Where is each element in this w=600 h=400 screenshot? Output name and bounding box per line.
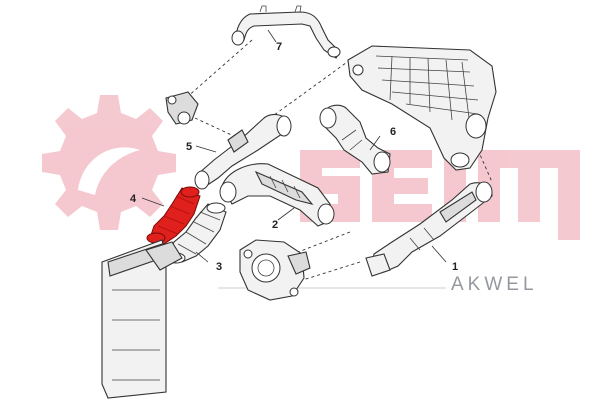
callout-6: 6	[390, 126, 396, 138]
brand-name: AKWEL	[451, 274, 538, 295]
callout-5: 5	[186, 141, 192, 153]
throttle-body	[239, 239, 311, 301]
part-5-bracket-hose	[194, 113, 292, 190]
callout-labels: 1 2 3 4 5 6 7	[130, 41, 458, 273]
air-temperature-fitting	[165, 91, 199, 125]
part-7-upper-hose	[231, 5, 341, 59]
intake-manifold	[347, 45, 497, 171]
callout-1: 1	[452, 261, 458, 273]
part-1-lower-pipe	[365, 181, 493, 277]
intercooler	[101, 239, 183, 399]
callout-2: 2	[272, 219, 278, 231]
part-6-elbow-hose	[319, 104, 391, 175]
callout-leader-lines	[141, 29, 447, 263]
part-2-ribbed-pipe	[219, 163, 335, 227]
gear-logo-icon	[42, 95, 176, 230]
callout-3: 3	[216, 261, 222, 273]
callout-4: 4	[130, 193, 137, 205]
callout-7: 7	[276, 41, 282, 53]
